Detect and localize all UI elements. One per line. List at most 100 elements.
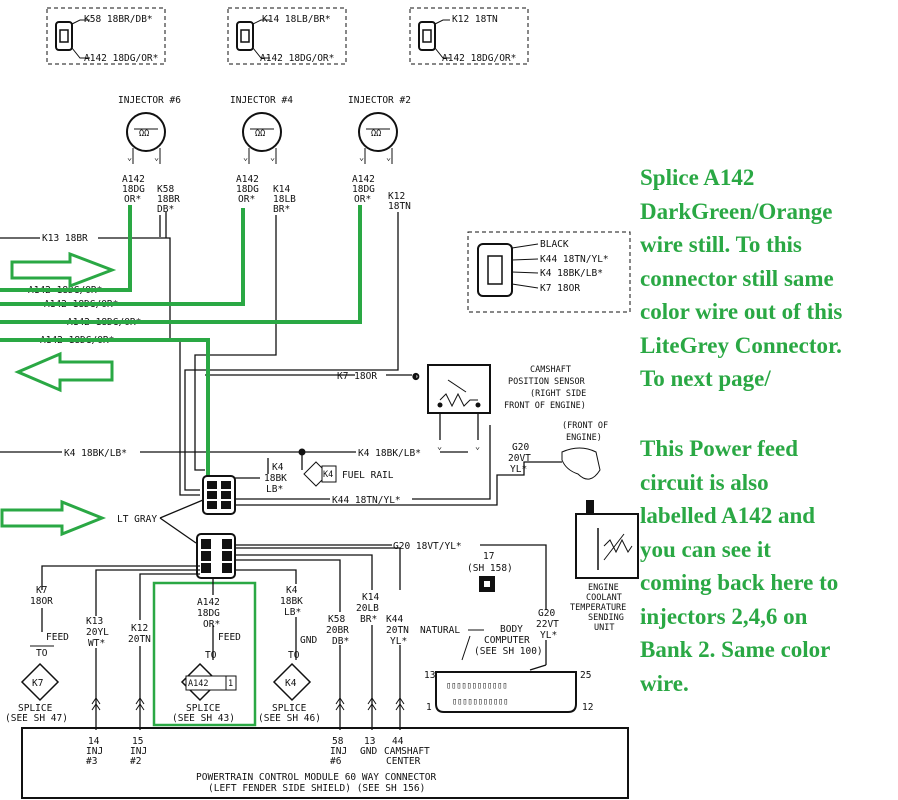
wire-line: K14: [362, 592, 379, 603]
wire-line: K12: [388, 191, 405, 202]
splice-a142: A142 1 SPLICE (SEE SH 43): [172, 662, 237, 724]
k4-tag: K4: [323, 470, 333, 480]
wire-line: A142: [236, 174, 259, 185]
injector-2: INJECTOR #2 ΩΩ ⌄⌄ A142 18DG OR* K12 18TN: [348, 95, 411, 212]
wire-line: DB*: [332, 636, 349, 647]
k44-wire-label: K44 18TN/YL*: [332, 495, 401, 506]
to-label: TO: [205, 650, 217, 661]
arrow-left-icon: [14, 351, 114, 393]
injector-2-connector: K12 18TN A142 18DG/OR*: [409, 7, 529, 65]
annotation-line: color wire out of this: [640, 299, 843, 324]
wire-line: 18DG: [197, 608, 220, 619]
bottom-wire-label: A142 18DG/OR*: [260, 53, 334, 64]
connector-frame: [46, 7, 166, 65]
wire-line: K44: [386, 614, 403, 625]
injector-title: INJECTOR #4: [230, 95, 293, 106]
wire-line: 20TN: [128, 634, 151, 645]
wire-line: 18DG: [352, 184, 375, 195]
annotation-line: wire.: [640, 670, 689, 696]
annotation-line: Bank 2. Same color: [640, 637, 831, 662]
coolant-label: TEMPERATURE: [570, 603, 626, 613]
injector-4: INJECTOR #4 ΩΩ ⌄⌄ A142 18DG OR* K14 18LB…: [230, 95, 296, 215]
inline-connector-upper: [202, 475, 236, 515]
wire-line: OR*: [354, 194, 371, 205]
cam-pin-label: K4 18BK/LB*: [540, 268, 603, 279]
sensor-box: [427, 364, 491, 414]
coolant-label: COOLANT: [586, 593, 622, 603]
splice-diamond-icon: [20, 662, 60, 702]
k4-left-label: K4 18BK/LB*: [64, 448, 127, 459]
cam-pin-label: K7 18OR: [540, 283, 580, 294]
wire-line: YL*: [540, 630, 557, 641]
splice-pin: 1: [228, 679, 233, 689]
wire-line: 18DG: [236, 184, 259, 195]
pcm-pin: #3: [86, 756, 97, 767]
pcm-pin: INJ: [86, 746, 103, 757]
svg-text:▯▯▯▯▯▯▯▯▯▯▯: ▯▯▯▯▯▯▯▯▯▯▯: [452, 697, 508, 707]
natural-label: NATURAL: [420, 625, 460, 636]
pcm-pin: 58: [332, 736, 344, 747]
wire-line: OR*: [203, 619, 220, 630]
injector-6: INJECTOR #6 ΩΩ ⌄⌄ A142 18DG OR* K58 18BR…: [118, 95, 181, 215]
feed-label: FEED: [218, 632, 241, 643]
coolant-label: ENGINE: [588, 583, 619, 593]
coolant-sensor: ENGINE COOLANT TEMPERATURE SENDING UNIT: [570, 500, 639, 633]
ground-eyelet-icon: [561, 447, 601, 480]
top-wire-label: K58 18BR/DB*: [84, 14, 153, 25]
pin-number: 12: [582, 702, 593, 713]
k7-wire-label: K7 18OR: [337, 371, 377, 382]
wire-line: 20TN: [386, 625, 409, 636]
k4-short-label: K4: [272, 462, 284, 473]
wire-line: 20BR: [326, 625, 349, 636]
splice-label: SPLICE: [186, 703, 221, 714]
pcm-pin: 15: [132, 736, 143, 747]
k4-right-label: K4 18BK/LB*: [358, 448, 421, 459]
annotation-power-feed-note: This Power feed circuit is also labelled…: [640, 432, 838, 700]
top-wire-label: K12 18TN: [452, 14, 498, 25]
camshaft-sensor: CAMSHAFT POSITION SENSOR (RIGHT SIDE FRO…: [427, 364, 586, 452]
plug-pin-icon: [240, 29, 250, 43]
pcm-pin: INJ: [130, 746, 147, 757]
connector-markers: [91, 697, 405, 711]
pcm-pin: #6: [330, 756, 342, 767]
pcm-pin: CENTER: [386, 756, 421, 767]
annotation-line: injectors 2,4,6 on: [640, 603, 808, 629]
svg-text:⌄: ⌄: [475, 442, 480, 452]
green-arrows: [0, 251, 117, 537]
body-computer-label: COMPUTER: [484, 635, 530, 646]
pcm-pin: 14: [88, 736, 100, 747]
svg-text:⌄: ⌄: [359, 153, 364, 163]
pcm-connector: 14 INJ #3 15 INJ #2 58 INJ #6 13 GND 44 …: [21, 727, 629, 799]
top-wire-label: K14 18LB/BR*: [262, 14, 331, 25]
wire-line: K58: [328, 614, 345, 625]
cam-sensor-label: POSITION SENSOR: [508, 377, 586, 387]
splice-label: (SEE SH 47): [5, 713, 68, 724]
wire-line: G20: [538, 608, 555, 619]
wire-line: 18OR: [30, 596, 53, 607]
pcm-label: (LEFT FENDER SIDE SHIELD) (SEE SH 156): [208, 783, 425, 794]
front-engine-label: ENGINE): [566, 433, 602, 443]
annotation-line: labelled A142 and: [640, 503, 816, 528]
wire-line: 18BK: [280, 596, 303, 607]
pin-number: 25: [580, 670, 591, 681]
annotation-line: This Power feed: [640, 436, 799, 461]
injector-title: INJECTOR #2: [348, 95, 411, 106]
svg-text:◐: ◐: [413, 371, 419, 382]
svg-text:⌄: ⌄: [386, 153, 391, 163]
wire-line: 18DG: [122, 184, 145, 195]
svg-text:⌄: ⌄: [127, 153, 132, 163]
connector-frame: [467, 231, 631, 313]
svg-text:ΩΩ: ΩΩ: [139, 129, 149, 139]
annotation-line: LiteGrey Connector.: [640, 332, 842, 358]
connector-frame: [227, 7, 347, 65]
wire-line: K58: [157, 184, 174, 195]
splice-tag: K4: [285, 678, 297, 689]
pcm-box: [21, 727, 629, 799]
lt-gray-label: LT GRAY: [117, 514, 157, 525]
wire-line: 20LB: [356, 603, 379, 614]
wire-line: LB*: [284, 607, 301, 618]
connector-color: BLACK: [540, 239, 569, 250]
inline-connector-lower: [196, 533, 236, 579]
pin-number: 13: [424, 670, 435, 681]
